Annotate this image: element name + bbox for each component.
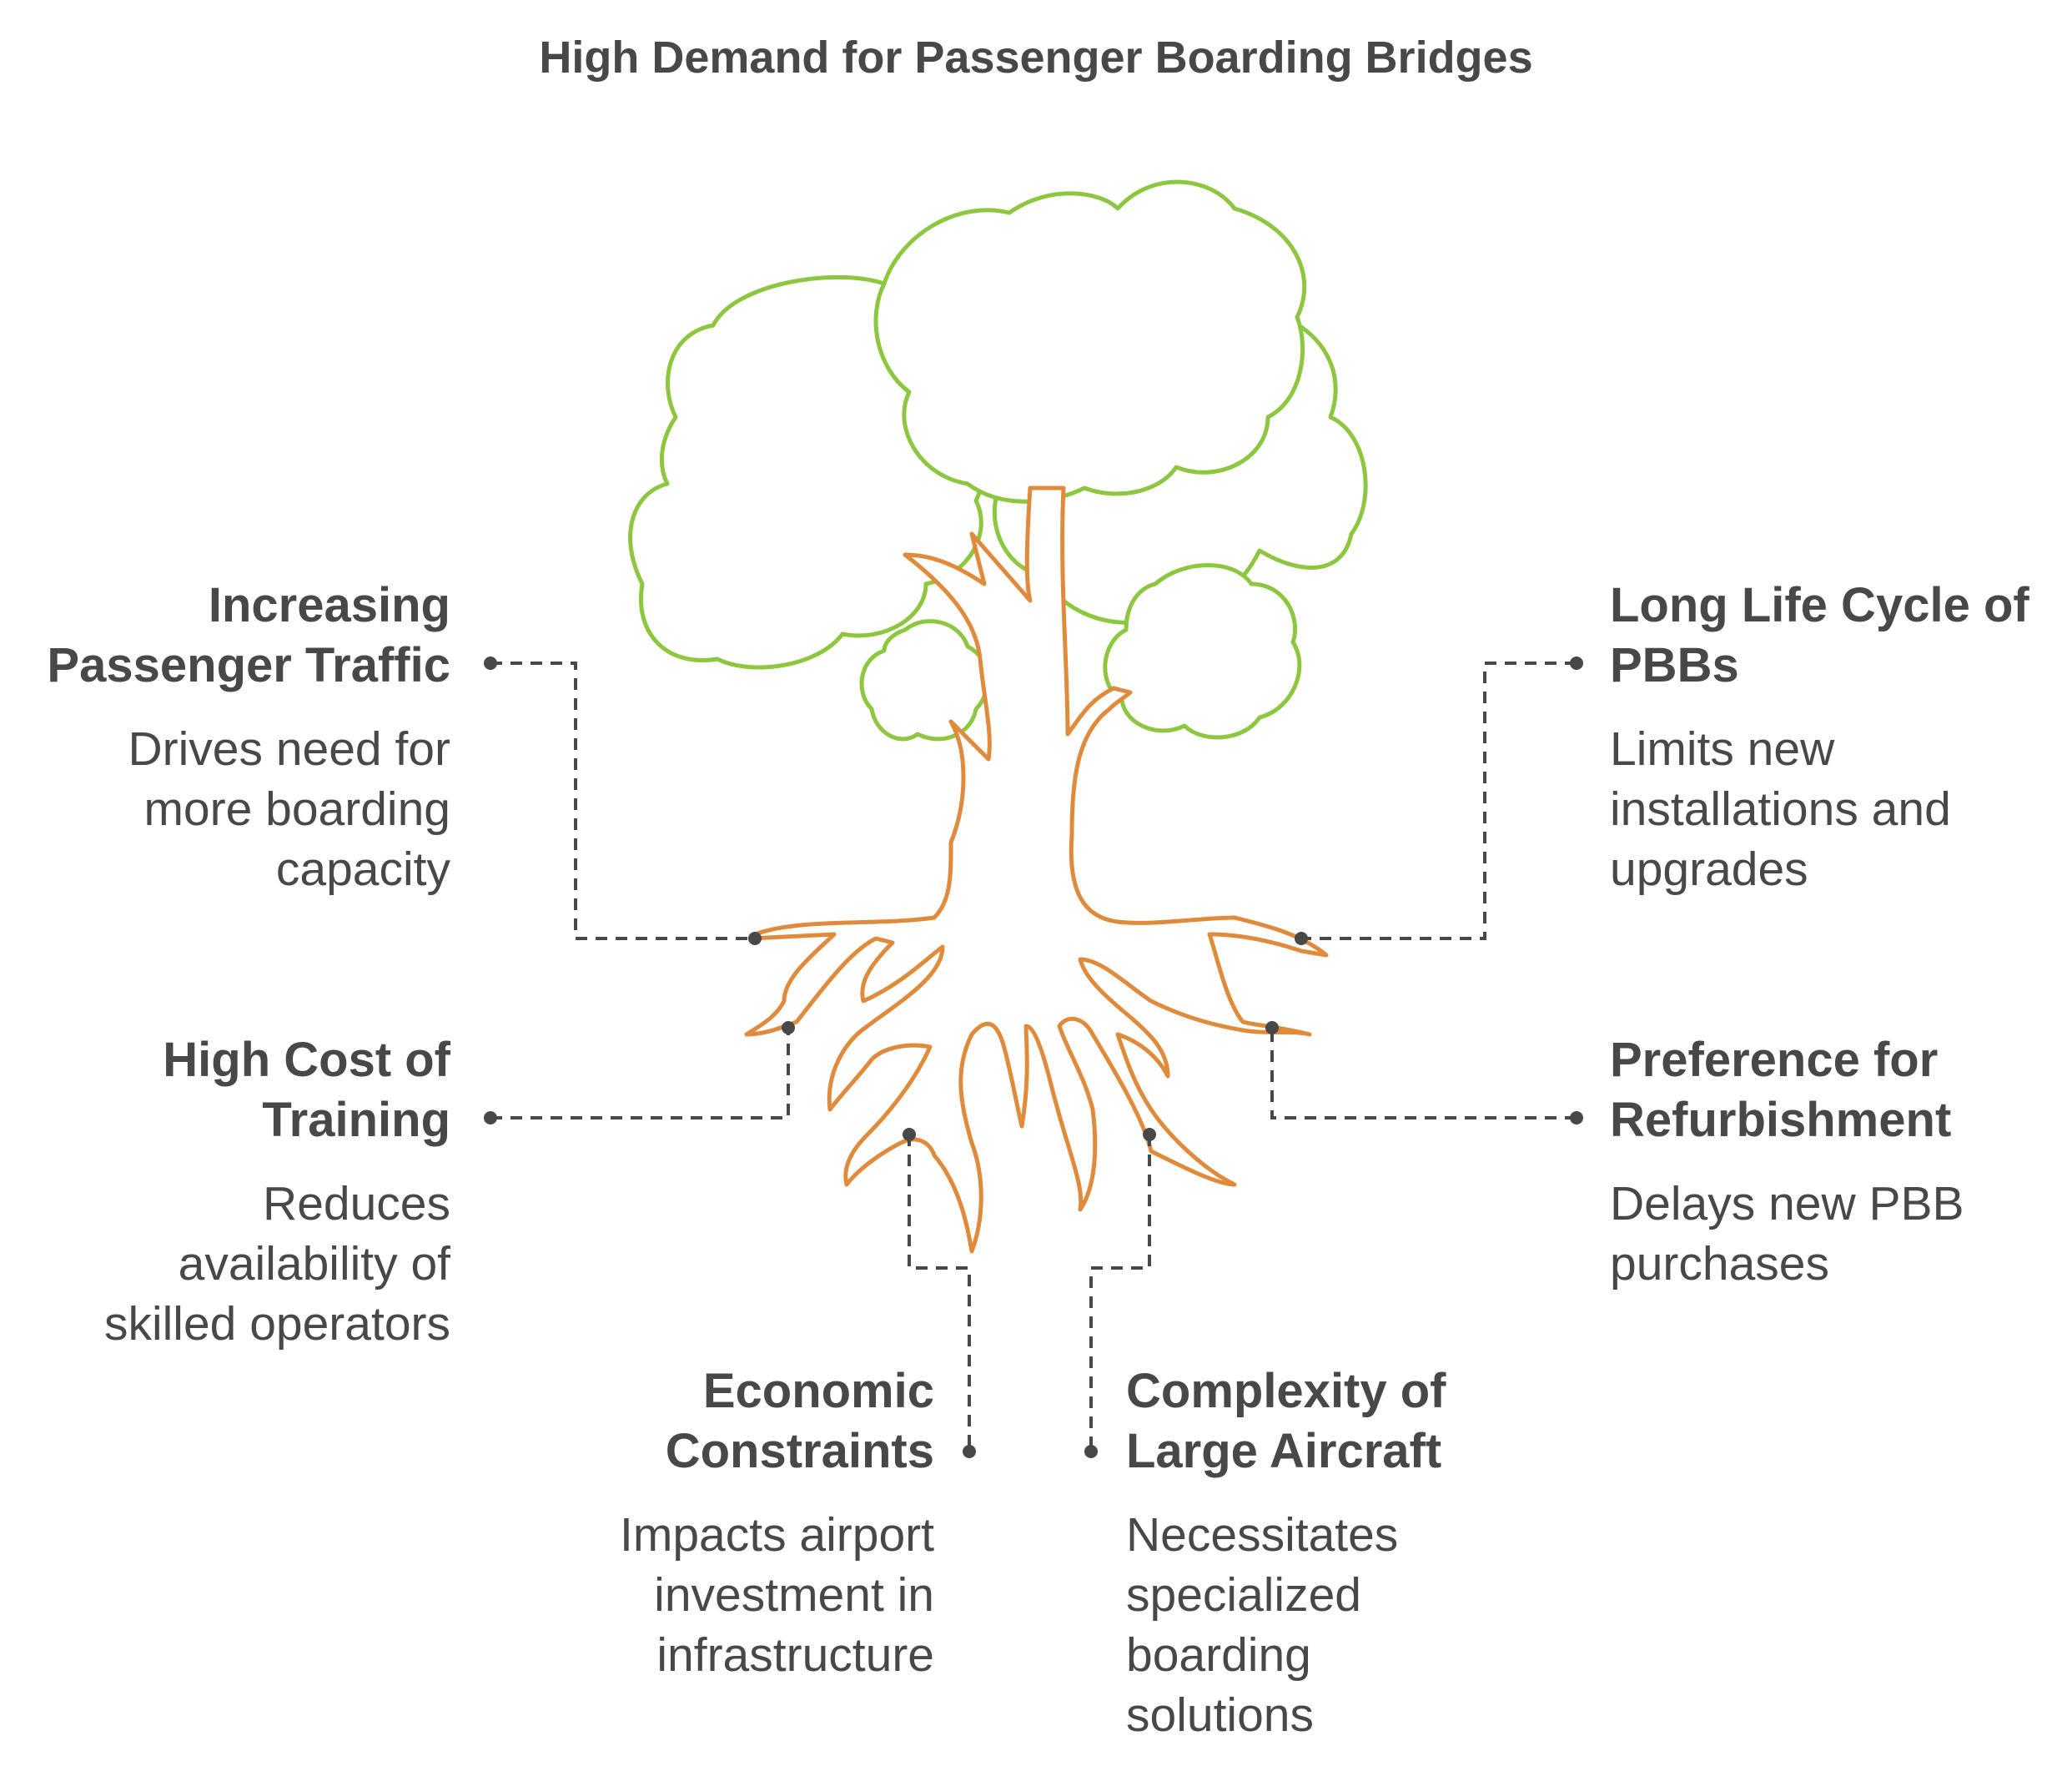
item-description: Delays new PBB purchases xyxy=(1610,1177,1964,1291)
item-description: Limits new installations and upgrades xyxy=(1610,722,1951,896)
connectors xyxy=(490,662,1577,1452)
dot-aircraft-root xyxy=(1143,1128,1156,1141)
item-description: Reduces availability of skilled operator… xyxy=(103,1177,450,1351)
dot-economic-root xyxy=(903,1128,916,1141)
dot-training-cost-end xyxy=(484,1111,497,1124)
item-economic: Economic Constraints Impacts airport inv… xyxy=(500,1361,934,1685)
diagram-title: High Demand for Passenger Boarding Bridg… xyxy=(539,33,1533,83)
connector-refurbishment xyxy=(1270,1028,1577,1119)
connector-life-cycle xyxy=(1301,662,1577,940)
item-training-cost: High Cost of Training Reduces availabili… xyxy=(17,1030,450,1354)
item-heading: Complexity of Large Aircraft xyxy=(1126,1364,1446,1478)
dot-life-cycle-end xyxy=(1570,657,1583,670)
dot-refurbishment-root xyxy=(1265,1021,1279,1034)
item-life-cycle: Long Life Cycle of PBBs Limits new insta… xyxy=(1610,576,2044,899)
tree-canopy xyxy=(628,179,1368,742)
canopy-cloud-small-left xyxy=(859,619,990,742)
dot-refurbishment-end xyxy=(1570,1111,1583,1124)
connector-dots xyxy=(484,657,1583,1458)
item-passenger-traffic: Increasing Passenger Traffic Drives need… xyxy=(17,576,450,899)
item-heading: High Cost of Training xyxy=(163,1033,450,1147)
item-heading: Long Life Cycle of PBBs xyxy=(1610,578,2029,692)
dot-training-cost-root xyxy=(782,1021,795,1034)
connector-economic xyxy=(908,1135,971,1452)
item-description: Impacts airport investment in infrastruc… xyxy=(620,1508,934,1682)
item-refurbishment: Preference for Refurbishment Delays new … xyxy=(1610,1030,2044,1294)
item-aircraft: Complexity of Large Aircraft Necessitate… xyxy=(1126,1361,1560,1745)
item-description: Necessitates specialized boarding soluti… xyxy=(1126,1508,1399,1742)
item-heading: Economic Constraints xyxy=(665,1364,934,1478)
canopy-cloud-top xyxy=(873,179,1307,504)
dot-passenger-traffic-root xyxy=(748,932,762,945)
item-heading: Increasing Passenger Traffic xyxy=(47,578,450,692)
dot-passenger-traffic-end xyxy=(484,657,497,670)
dot-economic-end xyxy=(963,1445,976,1458)
tree-trunk-roots xyxy=(744,486,1329,1254)
item-description: Drives need for more boarding capacity xyxy=(128,722,450,896)
connector-aircraft xyxy=(1089,1135,1151,1452)
canopy-cloud-small-right xyxy=(1103,563,1302,740)
dot-life-cycle-root xyxy=(1295,932,1308,945)
item-heading: Preference for Refurbishment xyxy=(1610,1033,1952,1147)
dot-aircraft-end xyxy=(1084,1445,1098,1458)
connector-training-cost xyxy=(490,1028,790,1119)
tree-trunk xyxy=(744,486,1329,1254)
connector-passenger-traffic xyxy=(490,662,755,940)
